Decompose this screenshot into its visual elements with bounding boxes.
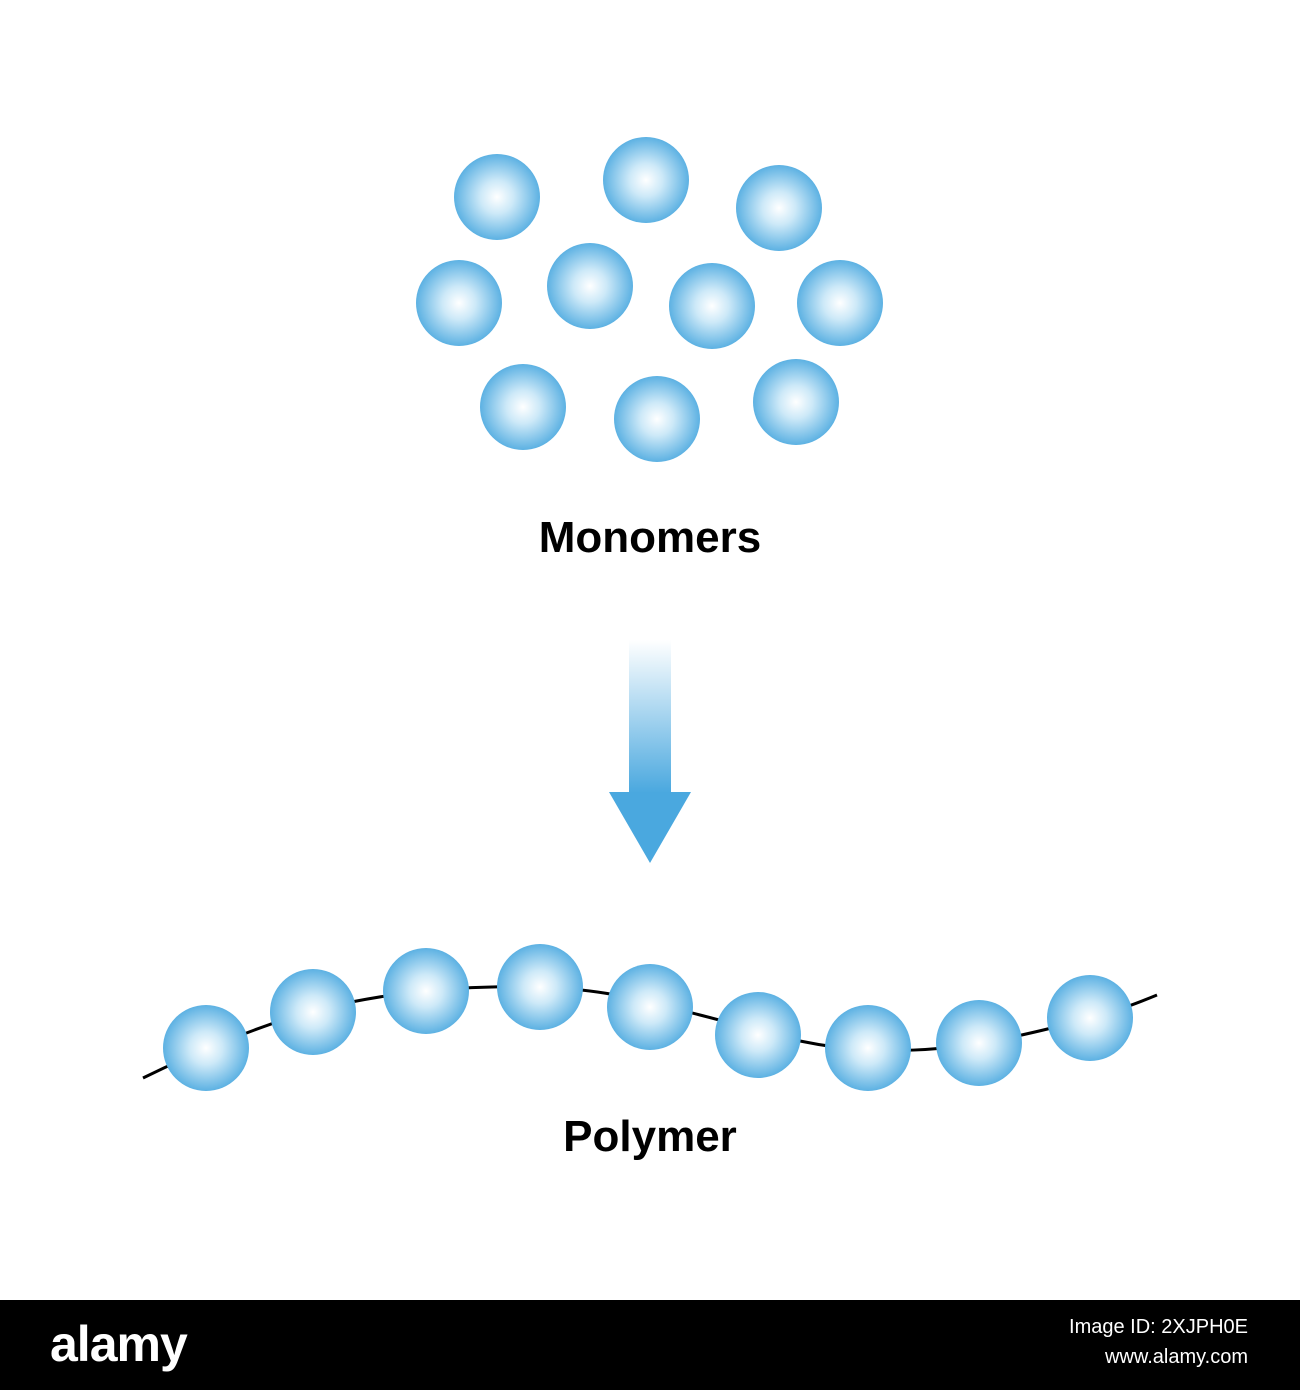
brand-logo[interactable]: alamy xyxy=(50,1316,188,1372)
polymer-unit-sphere xyxy=(607,964,693,1050)
polymer-unit-sphere xyxy=(936,1000,1022,1086)
monomer-sphere xyxy=(736,165,822,251)
monomer-polymer-diagram xyxy=(142,137,1158,1091)
polymer-unit-sphere xyxy=(825,1005,911,1091)
monomer-sphere xyxy=(614,376,700,462)
monomer-sphere xyxy=(669,263,755,349)
polymer-unit-sphere xyxy=(383,948,469,1034)
polymer-unit-sphere xyxy=(163,1005,249,1091)
monomer-sphere xyxy=(454,154,540,240)
monomer-sphere xyxy=(797,260,883,346)
watermark-footer: alamy Image ID: 2XJPH0E www.alamy.com xyxy=(0,1300,1300,1390)
polymer-chain xyxy=(142,944,1158,1091)
monomer-sphere xyxy=(416,260,502,346)
polymer-unit-sphere xyxy=(270,969,356,1055)
polymer-unit-sphere xyxy=(715,992,801,1078)
polymer-unit-sphere xyxy=(497,944,583,1030)
monomers-label: Monomers xyxy=(538,513,762,562)
image-id-text: Image ID: 2XJPH0E xyxy=(1069,1316,1248,1338)
monomer-sphere xyxy=(603,137,689,223)
monomers-cluster xyxy=(416,137,883,462)
site-url-link[interactable]: www.alamy.com xyxy=(1105,1346,1248,1368)
monomer-sphere xyxy=(753,359,839,445)
monomer-sphere xyxy=(480,364,566,450)
polymer-unit-sphere xyxy=(1047,975,1133,1061)
down-arrow-icon xyxy=(609,640,691,863)
monomer-sphere xyxy=(547,243,633,329)
polymer-label: Polymer xyxy=(563,1112,737,1161)
